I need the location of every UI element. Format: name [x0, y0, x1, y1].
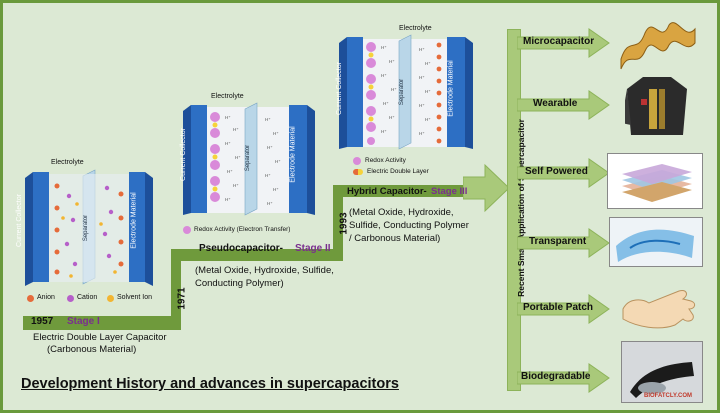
cation-icon	[67, 295, 74, 302]
stage3-redox-icon	[353, 157, 361, 165]
stage2-year: 1971	[176, 287, 188, 310]
stage3-legend-edl: Electric Double Layer	[367, 168, 429, 175]
stage2-current-collector-label: Current Collector	[179, 128, 187, 181]
stage1-separator-label: Separator	[83, 214, 90, 242]
stair-step-3	[333, 185, 473, 197]
stage3-current-collector-label: Current Collector	[335, 62, 343, 115]
stage3-cell-diagram: H⁺ H⁺ H⁺ H⁺ H⁺ H⁺ H⁺ H⁺ H⁺ H⁺ H⁺ H⁺ H⁺ H⁺	[339, 34, 473, 150]
wearable-image	[625, 77, 687, 135]
svg-text:H⁺: H⁺	[419, 103, 425, 108]
svg-text:H⁺: H⁺	[265, 173, 271, 178]
stage1-current-collector-label: Current Collector	[15, 194, 23, 247]
application-label-portable-patch: Portable Patch	[523, 302, 594, 313]
svg-text:H⁺: H⁺	[275, 159, 281, 164]
svg-text:H⁺: H⁺	[233, 127, 239, 132]
stage2-materials-line1: (Metal Oxide, Hydroxide, Sulfide,	[195, 265, 334, 276]
svg-text:H⁺: H⁺	[381, 129, 387, 134]
stage1-cell-diagram	[25, 169, 153, 286]
stage1-electrode-material-label: Electrode Material	[130, 192, 138, 249]
stage1-title-line2: (Carbonous Material)	[47, 344, 137, 355]
watermark: BIOFATCLY.COM	[644, 393, 693, 399]
stage3-year: 1993	[338, 212, 350, 235]
applications-bar	[507, 29, 521, 391]
svg-text:H⁺: H⁺	[235, 155, 241, 160]
svg-text:H⁺: H⁺	[425, 89, 431, 94]
svg-text:H⁺: H⁺	[381, 73, 387, 78]
stair-riser-2	[333, 185, 343, 261]
double-layer-icon	[353, 169, 363, 175]
stage1-legend: Anion Cation Solvent Ion	[27, 294, 177, 304]
svg-text:H⁺: H⁺	[425, 61, 431, 66]
stair-step-2	[171, 249, 336, 261]
svg-text:H⁺: H⁺	[425, 117, 431, 122]
stage2-name: Pseudocapacitor-	[199, 243, 283, 254]
stair-riser-1	[171, 249, 181, 330]
stage3-materials-line2: Sulfide, Conducting Polymer	[349, 220, 469, 231]
application-label-microcapacitor: Microcapacitor	[523, 36, 595, 47]
stage3-stage-label: Stage III	[431, 186, 468, 197]
transparent-image	[609, 217, 703, 267]
stage1-year: 1957	[31, 316, 54, 327]
stage-arrow-to-applications	[463, 163, 510, 213]
stage1-stage-label: Stage I	[67, 316, 100, 327]
svg-text:H⁺: H⁺	[265, 117, 271, 122]
stair-step-1	[23, 316, 173, 330]
stage2-stage-label: Stage II	[295, 243, 331, 254]
svg-text:H⁺: H⁺	[389, 115, 395, 120]
self-powered-image	[607, 153, 703, 209]
portable-patch-image	[622, 290, 696, 329]
application-label-biodegradable: Biodegradable	[521, 371, 591, 382]
stage2-electrode-material-label: Electrode Material	[289, 126, 297, 183]
solvent-ion-icon	[107, 295, 114, 302]
stage3-separator-label: Separator	[399, 78, 406, 106]
svg-text:H⁺: H⁺	[267, 145, 273, 150]
stage3-legend-redox: Redox Activity	[365, 157, 406, 164]
stage2-legend-redox: Redox Activity (Electron Transfer)	[194, 226, 291, 233]
svg-text:H⁺: H⁺	[273, 131, 279, 136]
application-arrows	[517, 28, 610, 393]
svg-text:H⁺: H⁺	[383, 101, 389, 106]
application-label-wearable: Wearable	[533, 98, 578, 109]
microcapacitor-image	[620, 22, 696, 70]
svg-text:H⁺: H⁺	[273, 187, 279, 192]
application-label-self-powered: Self Powered	[525, 166, 588, 177]
legend-anion: Anion	[37, 294, 55, 301]
svg-text:H⁺: H⁺	[391, 87, 397, 92]
redox-activity-icon	[183, 226, 191, 234]
stage3-materials-line1: (Metal Oxide, Hydroxide,	[349, 207, 454, 218]
stage3-electrolyte-label: Electrolyte	[399, 25, 432, 32]
application-label-transparent: Transparent	[529, 236, 587, 247]
svg-text:H⁺: H⁺	[233, 183, 239, 188]
svg-text:H⁺: H⁺	[225, 141, 231, 146]
stage1-electrolyte-label: Electrolyte	[51, 159, 84, 166]
main-title: Development History and advances in supe…	[21, 376, 399, 392]
stage2-cell-diagram: H⁺ H⁺ H⁺ H⁺ H⁺ H⁺ H⁺ H⁺ H⁺ H⁺ H⁺ H⁺ H⁺ H⁺	[183, 102, 315, 216]
stage2-separator-label: Separator	[245, 144, 252, 172]
svg-text:H⁺: H⁺	[227, 169, 233, 174]
svg-text:H⁺: H⁺	[225, 197, 231, 202]
stage1-title-line1: Electric Double Layer Capacitor	[33, 332, 167, 343]
svg-text:H⁺: H⁺	[267, 201, 273, 206]
svg-text:H⁺: H⁺	[419, 75, 425, 80]
legend-cation: Cation	[77, 294, 98, 301]
svg-text:H⁺: H⁺	[225, 115, 231, 120]
svg-text:H⁺: H⁺	[419, 131, 425, 136]
anion-icon	[27, 295, 34, 302]
legend-solvent-ion: Solvent Ion	[117, 294, 153, 301]
svg-text:H⁺: H⁺	[389, 59, 395, 64]
stage2-materials-line2: Conducting Polymer)	[195, 278, 284, 289]
biodegradable-image: BIOFATCLY.COM	[621, 341, 703, 403]
svg-text:H⁺: H⁺	[419, 47, 425, 52]
stage2-electrolyte-label: Electrolyte	[211, 93, 244, 100]
stage3-materials-line3: / Carbonous Material)	[349, 233, 441, 244]
svg-text:H⁺: H⁺	[381, 45, 387, 50]
stage3-electrode-material-label: Electrode Material	[447, 60, 455, 117]
stage3-name: Hybrid Capacitor-	[347, 186, 427, 197]
